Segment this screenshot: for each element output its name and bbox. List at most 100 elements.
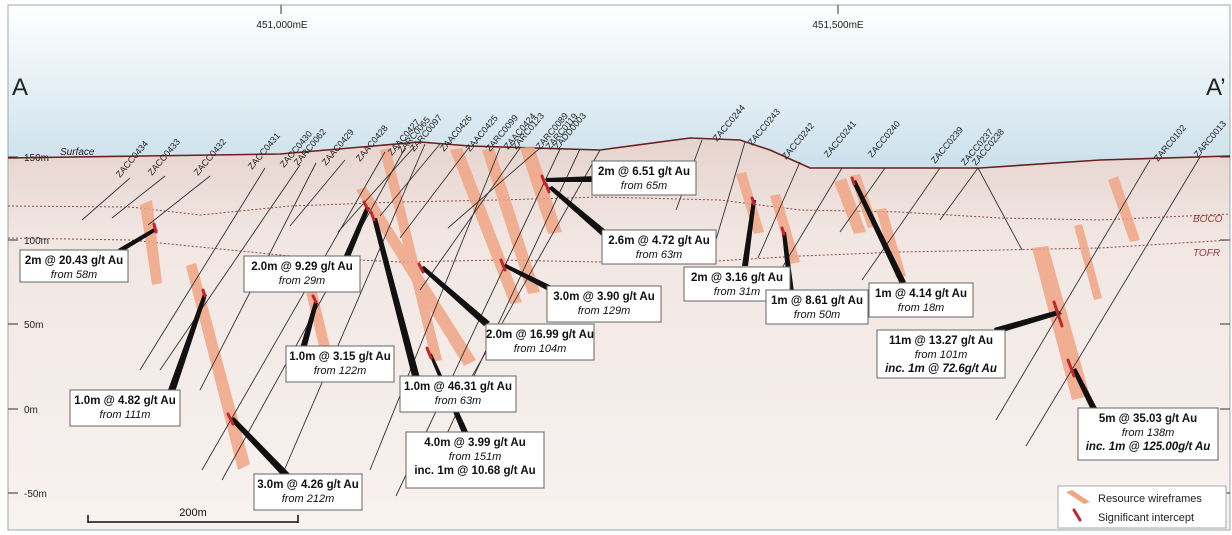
drill-trace — [447, 147, 541, 229]
intercept-mark — [362, 200, 370, 212]
intercept-depth: from 18m — [898, 302, 944, 314]
legend-wireframe-swatch — [1066, 490, 1090, 504]
wireframe — [302, 272, 332, 358]
callout-box — [243, 255, 361, 293]
intercept-depth: from 138m — [1122, 427, 1175, 439]
drill-trace — [977, 167, 1023, 251]
leader — [168, 294, 207, 392]
intercept-mark — [780, 226, 786, 236]
intercept-mark — [544, 182, 551, 194]
wireframe — [834, 178, 866, 234]
frame — [7, 4, 1231, 531]
callout-box — [485, 323, 595, 361]
intercept-mark — [750, 196, 756, 206]
intercept-callout: 3.0m @ 4.26 g/t Au from 212m — [253, 473, 363, 511]
intercept-mark — [226, 412, 235, 426]
leader — [546, 176, 596, 182]
intercept-callout: 2m @ 20.43 g/t Au from 58m — [19, 249, 129, 283]
intercept-grade: 1m @ 4.14 g/t Au — [875, 288, 967, 300]
drill-trace — [279, 143, 426, 481]
section-start-label: A — [12, 74, 28, 101]
intercept-callout: 4.0m @ 3.99 g/t Au from 151m inc. 1m @ 10.… — [405, 431, 545, 489]
callout-box — [591, 160, 697, 196]
callout-box — [405, 431, 545, 489]
callout-box — [253, 473, 363, 511]
ground-area — [8, 138, 1230, 530]
intercept-grade: 2m @ 20.43 g/t Au — [25, 255, 123, 267]
tofr-label: TOFR — [1193, 248, 1220, 259]
intercept-callout: 2m @ 3.16 g/t Au from 31m — [683, 266, 791, 302]
wireframe — [736, 172, 764, 234]
intercept-depth: from 101m — [915, 349, 968, 361]
drill-trace — [399, 145, 471, 239]
intercept-mark — [417, 262, 425, 274]
wireframe — [770, 194, 800, 264]
intercept-grade: 5m @ 35.03 g/t Au — [1099, 413, 1197, 425]
callout-box — [19, 249, 129, 283]
easting-451000: 451,000mE — [256, 20, 307, 31]
leader — [300, 302, 318, 350]
intercept-mark — [201, 288, 207, 298]
wireframe — [482, 148, 540, 294]
drill-trace — [379, 143, 441, 217]
drill-trace — [147, 175, 211, 226]
intercept-callout: 1m @ 4.14 g/t Au from 18m — [868, 282, 974, 318]
intercept-included: inc. 1m @ 10.68 g/t Au — [414, 465, 535, 477]
intercept-depth: from 129m — [578, 305, 631, 317]
intercept-depth: from 58m — [51, 269, 97, 281]
wireframe — [1108, 176, 1140, 242]
leader — [994, 310, 1062, 334]
elev-label-100: 100m — [24, 236, 49, 247]
intercept-grade: 2m @ 3.16 g/t Au — [691, 272, 783, 284]
drill-trace — [337, 145, 416, 233]
intercept-included: inc. 1m @ 125.00g/t Au — [1086, 441, 1211, 453]
intercept-grade: 1.0m @ 46.31 g/t Au — [404, 381, 512, 393]
elev-label-0: 0m — [24, 405, 38, 416]
leader — [342, 206, 370, 262]
elev-label-150: 150m — [24, 153, 49, 164]
surface-label: Surface — [60, 147, 95, 158]
drill-trace — [159, 164, 301, 371]
intercept-mark — [425, 346, 433, 360]
intercept-grade: 4.0m @ 3.99 g/t Au — [424, 437, 526, 449]
wireframe — [876, 208, 906, 278]
section-end-label: A’ — [1206, 74, 1226, 101]
intercept-mark — [152, 222, 158, 234]
drill-trace — [861, 167, 941, 281]
drill-trace — [201, 151, 386, 471]
callout-box — [399, 375, 517, 413]
intercept-depth: from 212m — [282, 493, 335, 505]
intercept-mark — [1052, 300, 1064, 328]
leader-lines — [118, 176, 1098, 478]
callout-box — [868, 282, 974, 318]
intercept-mark — [1066, 358, 1076, 378]
legend-box — [1057, 485, 1227, 529]
drill-trace — [757, 161, 801, 259]
intercept-mark — [540, 174, 547, 186]
intercept-grade: 1.0m @ 4.82 g/t Au — [74, 395, 176, 407]
leader — [1072, 368, 1098, 412]
intercept-depth: from 122m — [314, 365, 367, 377]
intercept-grade: 3.0m @ 4.26 g/t Au — [257, 479, 359, 491]
callout-box — [69, 389, 181, 427]
intercept-depth: from 50m — [794, 309, 840, 321]
callout-box — [601, 229, 717, 265]
drill-trace — [81, 177, 131, 221]
intercept-grade: 2.0m @ 9.29 g/t Au — [251, 261, 353, 273]
callout-box — [546, 285, 662, 323]
elev-label-50: 50m — [24, 320, 43, 331]
drill-trace — [111, 175, 166, 219]
intercept-depth: from 31m — [714, 286, 760, 298]
surface-line — [7, 137, 1231, 169]
intercept-callout: 5m @ 35.03 g/t Au from 138m inc. 1m @ 125.… — [1077, 407, 1219, 461]
intercept-included: inc. 1m @ 72.6g/t Au — [885, 363, 997, 375]
intercept-depth: from 151m — [449, 451, 502, 463]
